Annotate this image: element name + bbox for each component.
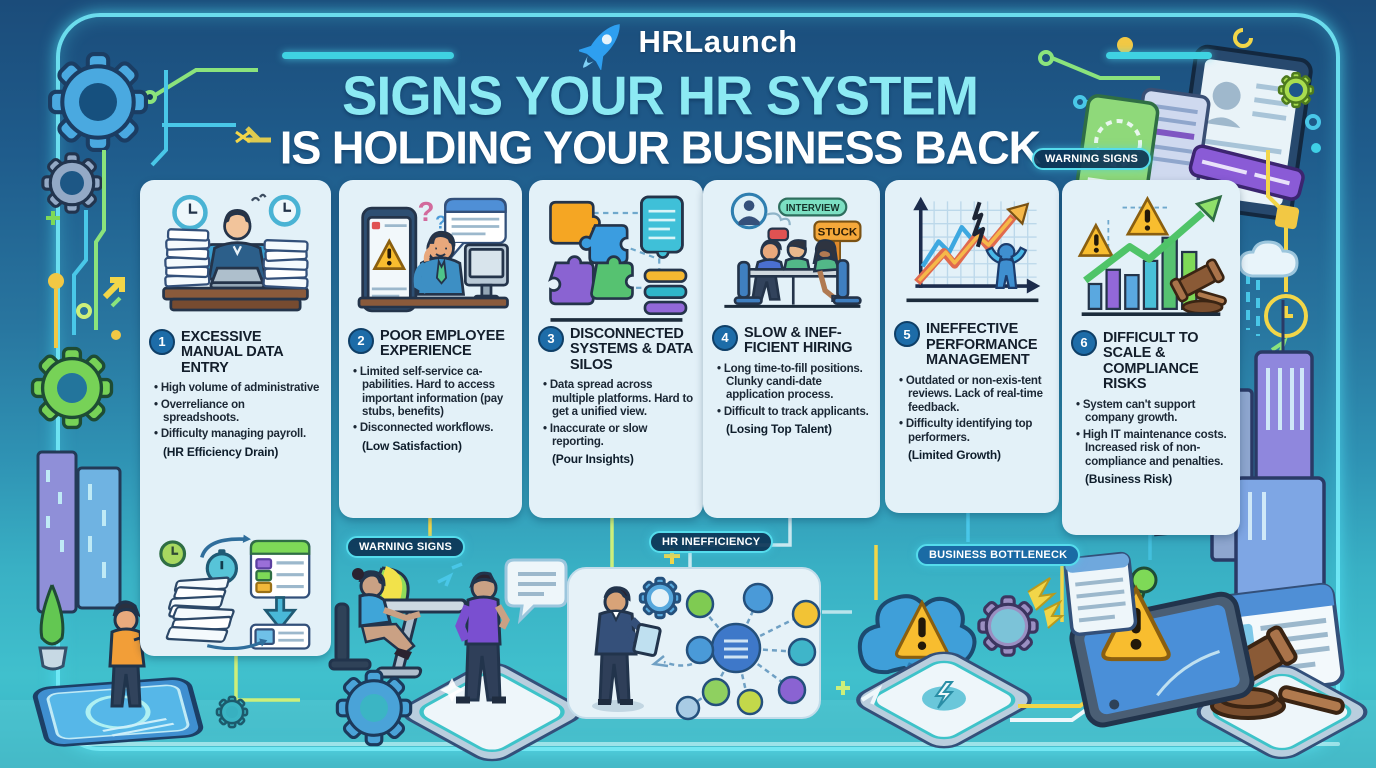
broken-growth-chart-illustration xyxy=(894,188,1050,317)
interview-label: INTERVIEW xyxy=(778,197,848,217)
brand: HRLaunch xyxy=(0,14,1376,70)
bullet-item: Limited self-service ca-pabilities. Hard… xyxy=(360,366,513,420)
card-heading: 1 EXCESSIVE MANUAL DATA ENTRY xyxy=(149,328,322,377)
platform-lightning-illustration xyxy=(849,648,1038,752)
number-badge: 2 xyxy=(348,327,374,354)
speech-bubble-icon xyxy=(504,558,568,625)
bottom-band xyxy=(0,700,1376,768)
card-tagline: (Losing Top Talent) xyxy=(726,422,832,437)
puzzle-pieces-illustration xyxy=(538,188,694,322)
card-tagline: (Business Risk) xyxy=(1085,472,1173,487)
man-on-platform-illustration xyxy=(396,562,589,765)
browser-document-right xyxy=(1194,582,1345,701)
gear-icon-bottom-left xyxy=(215,669,464,747)
card-bullets: System can't support company growth. High… xyxy=(1071,399,1231,472)
rocket-icon xyxy=(578,24,620,70)
card-difficult-to-scale-compliance: 6 DIFFICULT TO SCALE & COMPLIANCE RISKS … xyxy=(1062,180,1240,535)
card-heading: 5 INEFFECTIVE PERFORMANCE MANAGEMENT xyxy=(894,320,1050,369)
number-badge: 6 xyxy=(1071,329,1097,356)
bullet-item: Difficult to track applicants. xyxy=(724,406,871,419)
card-heading: 3 DISCONNECTED SYSTEMS & DATA SILOS xyxy=(538,325,694,374)
card-bullets: Limited self-service ca-pabilities. Hard… xyxy=(348,366,513,439)
cloud-warning-illustration xyxy=(857,594,977,676)
card-window-icon xyxy=(249,623,311,650)
business-bottleneck-badge: BUSINESS BOTTLENECK xyxy=(916,544,1081,566)
number-badge: 1 xyxy=(149,328,175,355)
gear-icon-green-left xyxy=(30,346,114,430)
number-badge: 3 xyxy=(538,325,564,352)
circuit-traces-left xyxy=(46,150,125,348)
bullet-item: Outdated or non-exis-tent reviews. Lack … xyxy=(906,375,1050,415)
tree-icon-right xyxy=(1110,566,1158,608)
browser-window-icon xyxy=(249,539,311,599)
hr-inefficiency-badge: HR INEFFICIENCY xyxy=(649,531,774,553)
bullet-item: Difficulty identifying top performers. xyxy=(906,418,1050,445)
bullet-item: Data spread across multiple platforms. H… xyxy=(550,379,694,419)
svg-text:?: ? xyxy=(418,196,435,227)
header-divider-right xyxy=(1106,52,1212,59)
bullet-item: Difficulty managing payroll. xyxy=(161,428,322,441)
frustrated-employee-illustration: ? ? xyxy=(348,188,513,324)
card-poor-employee-experience: ? ? xyxy=(339,180,522,518)
arrow-traces-bottom-right xyxy=(860,684,1106,722)
card-title: DIFFICULT TO SCALE & COMPLIANCE RISKS xyxy=(1103,329,1199,393)
card-tagline: (Limited Growth) xyxy=(908,448,1001,463)
svg-text:?: ? xyxy=(435,211,446,232)
card-excessive-manual-data-entry: 1 EXCESSIVE MANUAL DATA ENTRY High volum… xyxy=(140,180,331,656)
card-bullets: High volume of administrativeOverrelianc… xyxy=(149,382,322,445)
scaling-risk-illustration xyxy=(1071,188,1231,326)
card-heading: 2 POOR EMPLOYEE EXPERIENCE xyxy=(348,327,513,360)
card-title: INEFFECTIVE PERFORMANCE MANAGEMENT xyxy=(926,321,1038,369)
card-tagline: (Low Satisfaction) xyxy=(362,438,462,453)
tree-icon-left xyxy=(38,584,68,671)
card-title: EXCESSIVE MANUAL DATA ENTRY xyxy=(181,328,283,376)
svg-text:INTERVIEW: INTERVIEW xyxy=(786,203,841,214)
bullet-item: Overreliance on spreadshoots. xyxy=(161,399,322,426)
card-tagline: (HR Efficiency Drain) xyxy=(163,444,279,459)
gavel-illustration-right xyxy=(1190,625,1374,763)
bullet-item: System can't support company growth. xyxy=(1083,399,1231,426)
card-disconnected-systems: 3 DISCONNECTED SYSTEMS & DATA SILOS Data… xyxy=(529,180,703,518)
card-title: SLOW & INEF- FICIENT HIRING xyxy=(744,324,853,356)
main-title-line1: SIGNS YOUR HR SYSTEM xyxy=(342,65,979,128)
brand-name: HRLaunch xyxy=(638,24,798,59)
gavel-icon xyxy=(1169,258,1227,315)
bullet-item: High IT maintenance costs. Increased ris… xyxy=(1083,429,1231,469)
card-title: DISCONNECTED SYSTEMS & DATA SILOS xyxy=(570,325,693,373)
number-badge: 4 xyxy=(712,324,738,351)
warning-signs-badge-top: WARNING SIGNS xyxy=(1032,148,1152,170)
card-ineffective-performance-management: 5 INEFFECTIVE PERFORMANCE MANAGEMENT Out… xyxy=(885,180,1059,513)
card-bullets: Long time-to-fill positions. Clunky cand… xyxy=(712,363,871,423)
bullet-item: Disconnected workflows. xyxy=(360,422,513,435)
overworked-clerk-illustration xyxy=(149,188,322,325)
card-heading: 4 SLOW & INEF- FICIENT HIRING xyxy=(712,324,871,357)
card-tagline: (Pour Insights) xyxy=(552,452,634,467)
document-icon-small xyxy=(1063,551,1138,637)
network-diagram xyxy=(650,599,805,708)
paper-stack-left xyxy=(164,228,211,288)
gear-bottleneck-icon xyxy=(977,577,1065,657)
hr-inefficiency-panel xyxy=(567,567,821,721)
number-badge: 5 xyxy=(894,321,920,348)
warning-signs-badge-bottom: WARNING SIGNS xyxy=(346,536,466,558)
svg-text:STUCK: STUCK xyxy=(818,227,858,239)
card-slow-inefficient-hiring: INTERVIEW STUCK xyxy=(703,180,880,518)
paper-pile xyxy=(165,576,268,650)
main-title-line2: IS HOLDING YOUR BUSINESS BACK xyxy=(279,121,1041,174)
paperwork-to-digital-illustration xyxy=(149,521,322,650)
header-divider-left xyxy=(282,52,454,59)
woman-at-desk-illustration xyxy=(328,566,467,679)
paper-stack-right xyxy=(262,239,309,290)
buildings-left xyxy=(36,450,122,614)
interview-stuck-illustration: INTERVIEW STUCK xyxy=(712,188,871,321)
cloud-icon-right xyxy=(1238,240,1299,278)
bullet-item: Inaccurate or slow reporting. xyxy=(550,423,694,450)
card-bullets: Data spread across multiple platforms. H… xyxy=(538,379,694,452)
card-bullets: Outdated or non-exis-tent reviews. Lack … xyxy=(894,375,1050,448)
card-heading: 6 DIFFICULT TO SCALE & COMPLIANCE RISKS xyxy=(1071,329,1231,393)
card-title: POOR EMPLOYEE EXPERIENCE xyxy=(380,327,505,360)
bullet-item: Long time-to-fill positions. Clunky cand… xyxy=(724,363,871,403)
person-celebrating xyxy=(985,243,1028,289)
bullet-item: High volume of administrative xyxy=(161,382,322,395)
